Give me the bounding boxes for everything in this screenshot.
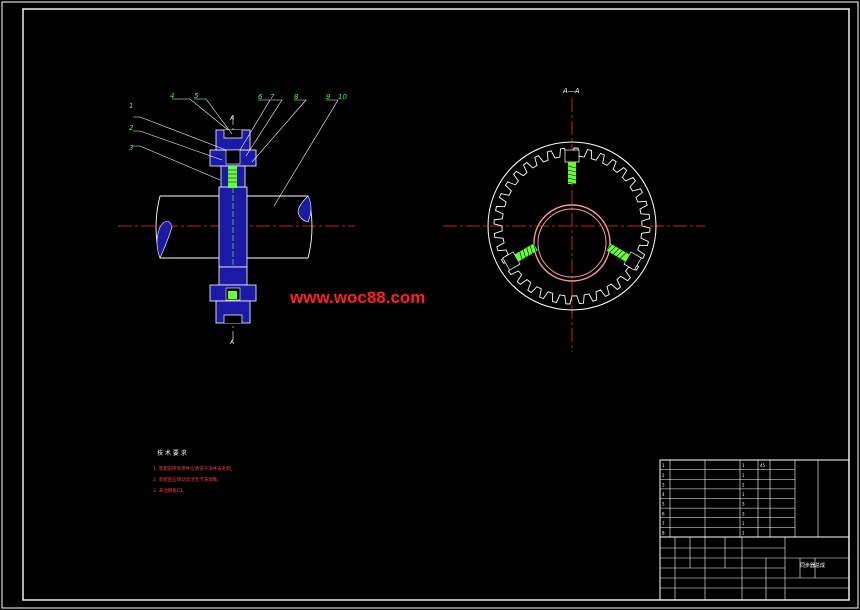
bom-cell: 45: [760, 463, 766, 468]
bom-cell: 1: [742, 473, 745, 478]
bom-cell: 2: [742, 482, 745, 487]
bom-cell: 7: [662, 521, 665, 526]
screw-2: [502, 243, 538, 271]
callout-8: 8: [294, 93, 299, 101]
inner-ring-outer: [533, 204, 611, 282]
gear-teeth: [493, 147, 651, 305]
bom-cell: 1: [662, 463, 665, 468]
assembly-name: 同步器总成: [800, 562, 825, 569]
note-3: 3. 未注倒角C1。: [153, 487, 187, 494]
callout-2: 2: [129, 124, 134, 132]
bom-cell: 8: [662, 531, 665, 536]
part-callout-numbers: 1 2 3 4 5 6 7 8 9 10: [129, 92, 347, 152]
callout-5: 5: [194, 92, 199, 100]
callout-4: 4: [170, 92, 174, 100]
bom-cell: 2: [662, 473, 665, 478]
lower-sleeve-assembly: [209, 266, 257, 324]
callout-1: 1: [129, 102, 133, 110]
locking-screws: [502, 149, 642, 271]
title-block: [659, 459, 850, 601]
front-view: A—A: [443, 87, 705, 352]
inner-ring-inner: [537, 208, 607, 278]
section-view: 1 2 3 4 5 6 7 8 9 10 A A: [118, 92, 355, 346]
shaft-left-break: [156, 220, 173, 259]
note-1: 1. 装配前所有零件应清洗干净并去毛刺。: [153, 465, 235, 472]
bom-cell: 3: [662, 482, 665, 487]
screw-1: [564, 149, 580, 185]
cut-mark-top: A: [229, 115, 234, 122]
bom-cell: 3: [742, 511, 745, 516]
technical-notes: 技 术 要 求 1. 装配前所有零件应清洗干净并去毛刺。 2. 装配后应转动灵活…: [153, 449, 235, 494]
notes-heading: 技 术 要 求: [157, 449, 187, 457]
bom-cell: 1: [742, 492, 745, 497]
bom-cell: 1: [742, 463, 745, 468]
section-title: A—A: [562, 87, 580, 95]
inner-frame: [22, 8, 850, 601]
screw-3: [606, 243, 642, 271]
bom-cell: 4: [662, 492, 665, 497]
bom-cell: 1: [742, 531, 745, 536]
callout-10: 10: [338, 93, 347, 101]
bom-cell: 3: [742, 502, 745, 507]
callout-7: 7: [270, 93, 275, 101]
outer-rim: [487, 141, 657, 311]
part-leaders: [133, 98, 339, 207]
upper-spring: [228, 166, 237, 188]
callout-9: 9: [326, 93, 331, 101]
callout-6: 6: [258, 93, 263, 101]
watermark: www.woc88.com: [289, 288, 425, 307]
bill-of-materials: 1 1 45 2 1 3 2 4 1 5 3 6 3 7 1 8 1: [662, 463, 766, 535]
note-2: 2. 装配后应转动灵活无卡滞现象。: [153, 476, 222, 483]
callout-3: 3: [129, 144, 133, 152]
bom-cell: 6: [662, 511, 665, 516]
cut-mark-bottom: A: [229, 339, 234, 346]
upper-sleeve-assembly: [209, 129, 257, 188]
bom-cell: 1: [742, 521, 745, 526]
bom-cell: 5: [662, 502, 665, 507]
shaft-right-break: [297, 195, 312, 223]
